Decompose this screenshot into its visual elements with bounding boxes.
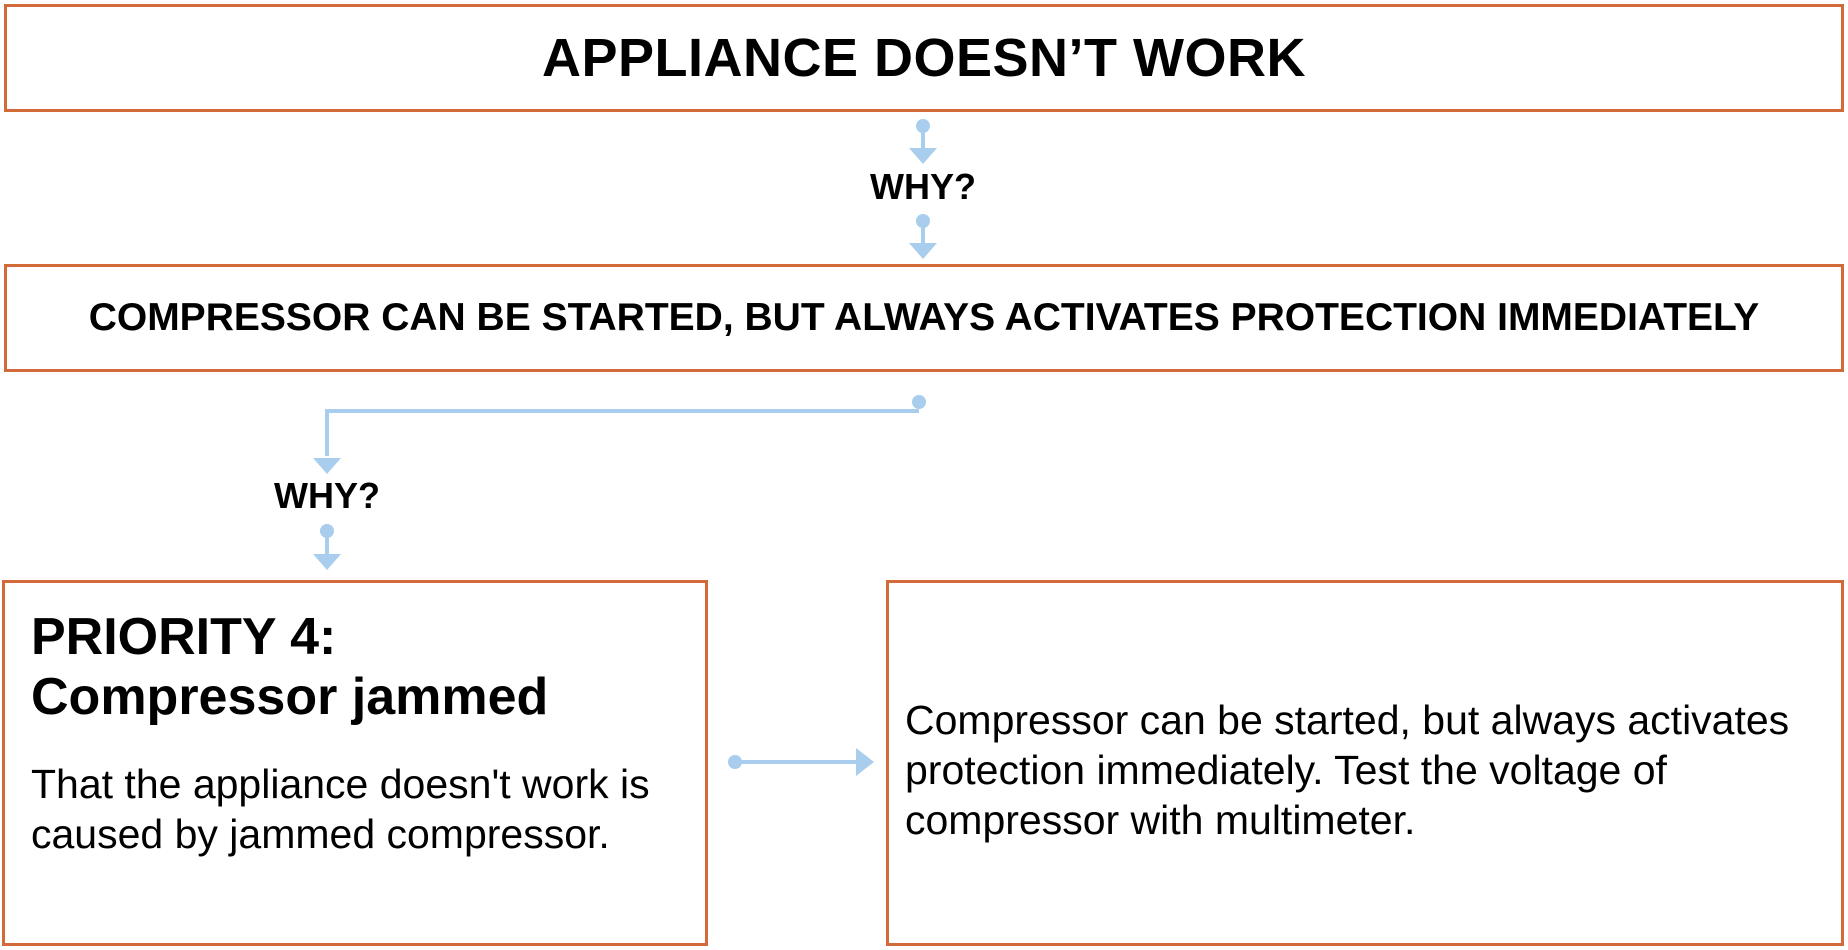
why-label-1: WHY? (870, 166, 976, 207)
cause-title: Compressor jammed (31, 668, 549, 726)
cause-priority: PRIORITY 4: (31, 608, 337, 666)
connector-root-to-why (909, 119, 937, 164)
cause-box: PRIORITY 4: Compressor jammed That the a… (2, 580, 708, 946)
root-problem-box: APPLIANCE DOESN’T WORK (4, 4, 1844, 112)
connector-cause-to-action (728, 748, 874, 776)
why-label-2: WHY? (274, 475, 380, 516)
connector-why-to-symptom (909, 214, 937, 259)
root-problem-title: APPLIANCE DOESN’T WORK (541, 28, 1307, 88)
symptom-title: COMPRESSOR CAN BE STARTED, BUT ALWAYS AC… (88, 296, 1760, 339)
action-box: Compressor can be started, but always ac… (886, 580, 1844, 946)
connector-symptom-to-why (313, 395, 926, 474)
action-description: Compressor can be started, but always ac… (905, 697, 1790, 843)
symptom-box: COMPRESSOR CAN BE STARTED, BUT ALWAYS AC… (4, 264, 1844, 372)
cause-description: That the appliance doesn't work is cause… (31, 761, 650, 857)
connector-why-to-cause (313, 524, 341, 570)
